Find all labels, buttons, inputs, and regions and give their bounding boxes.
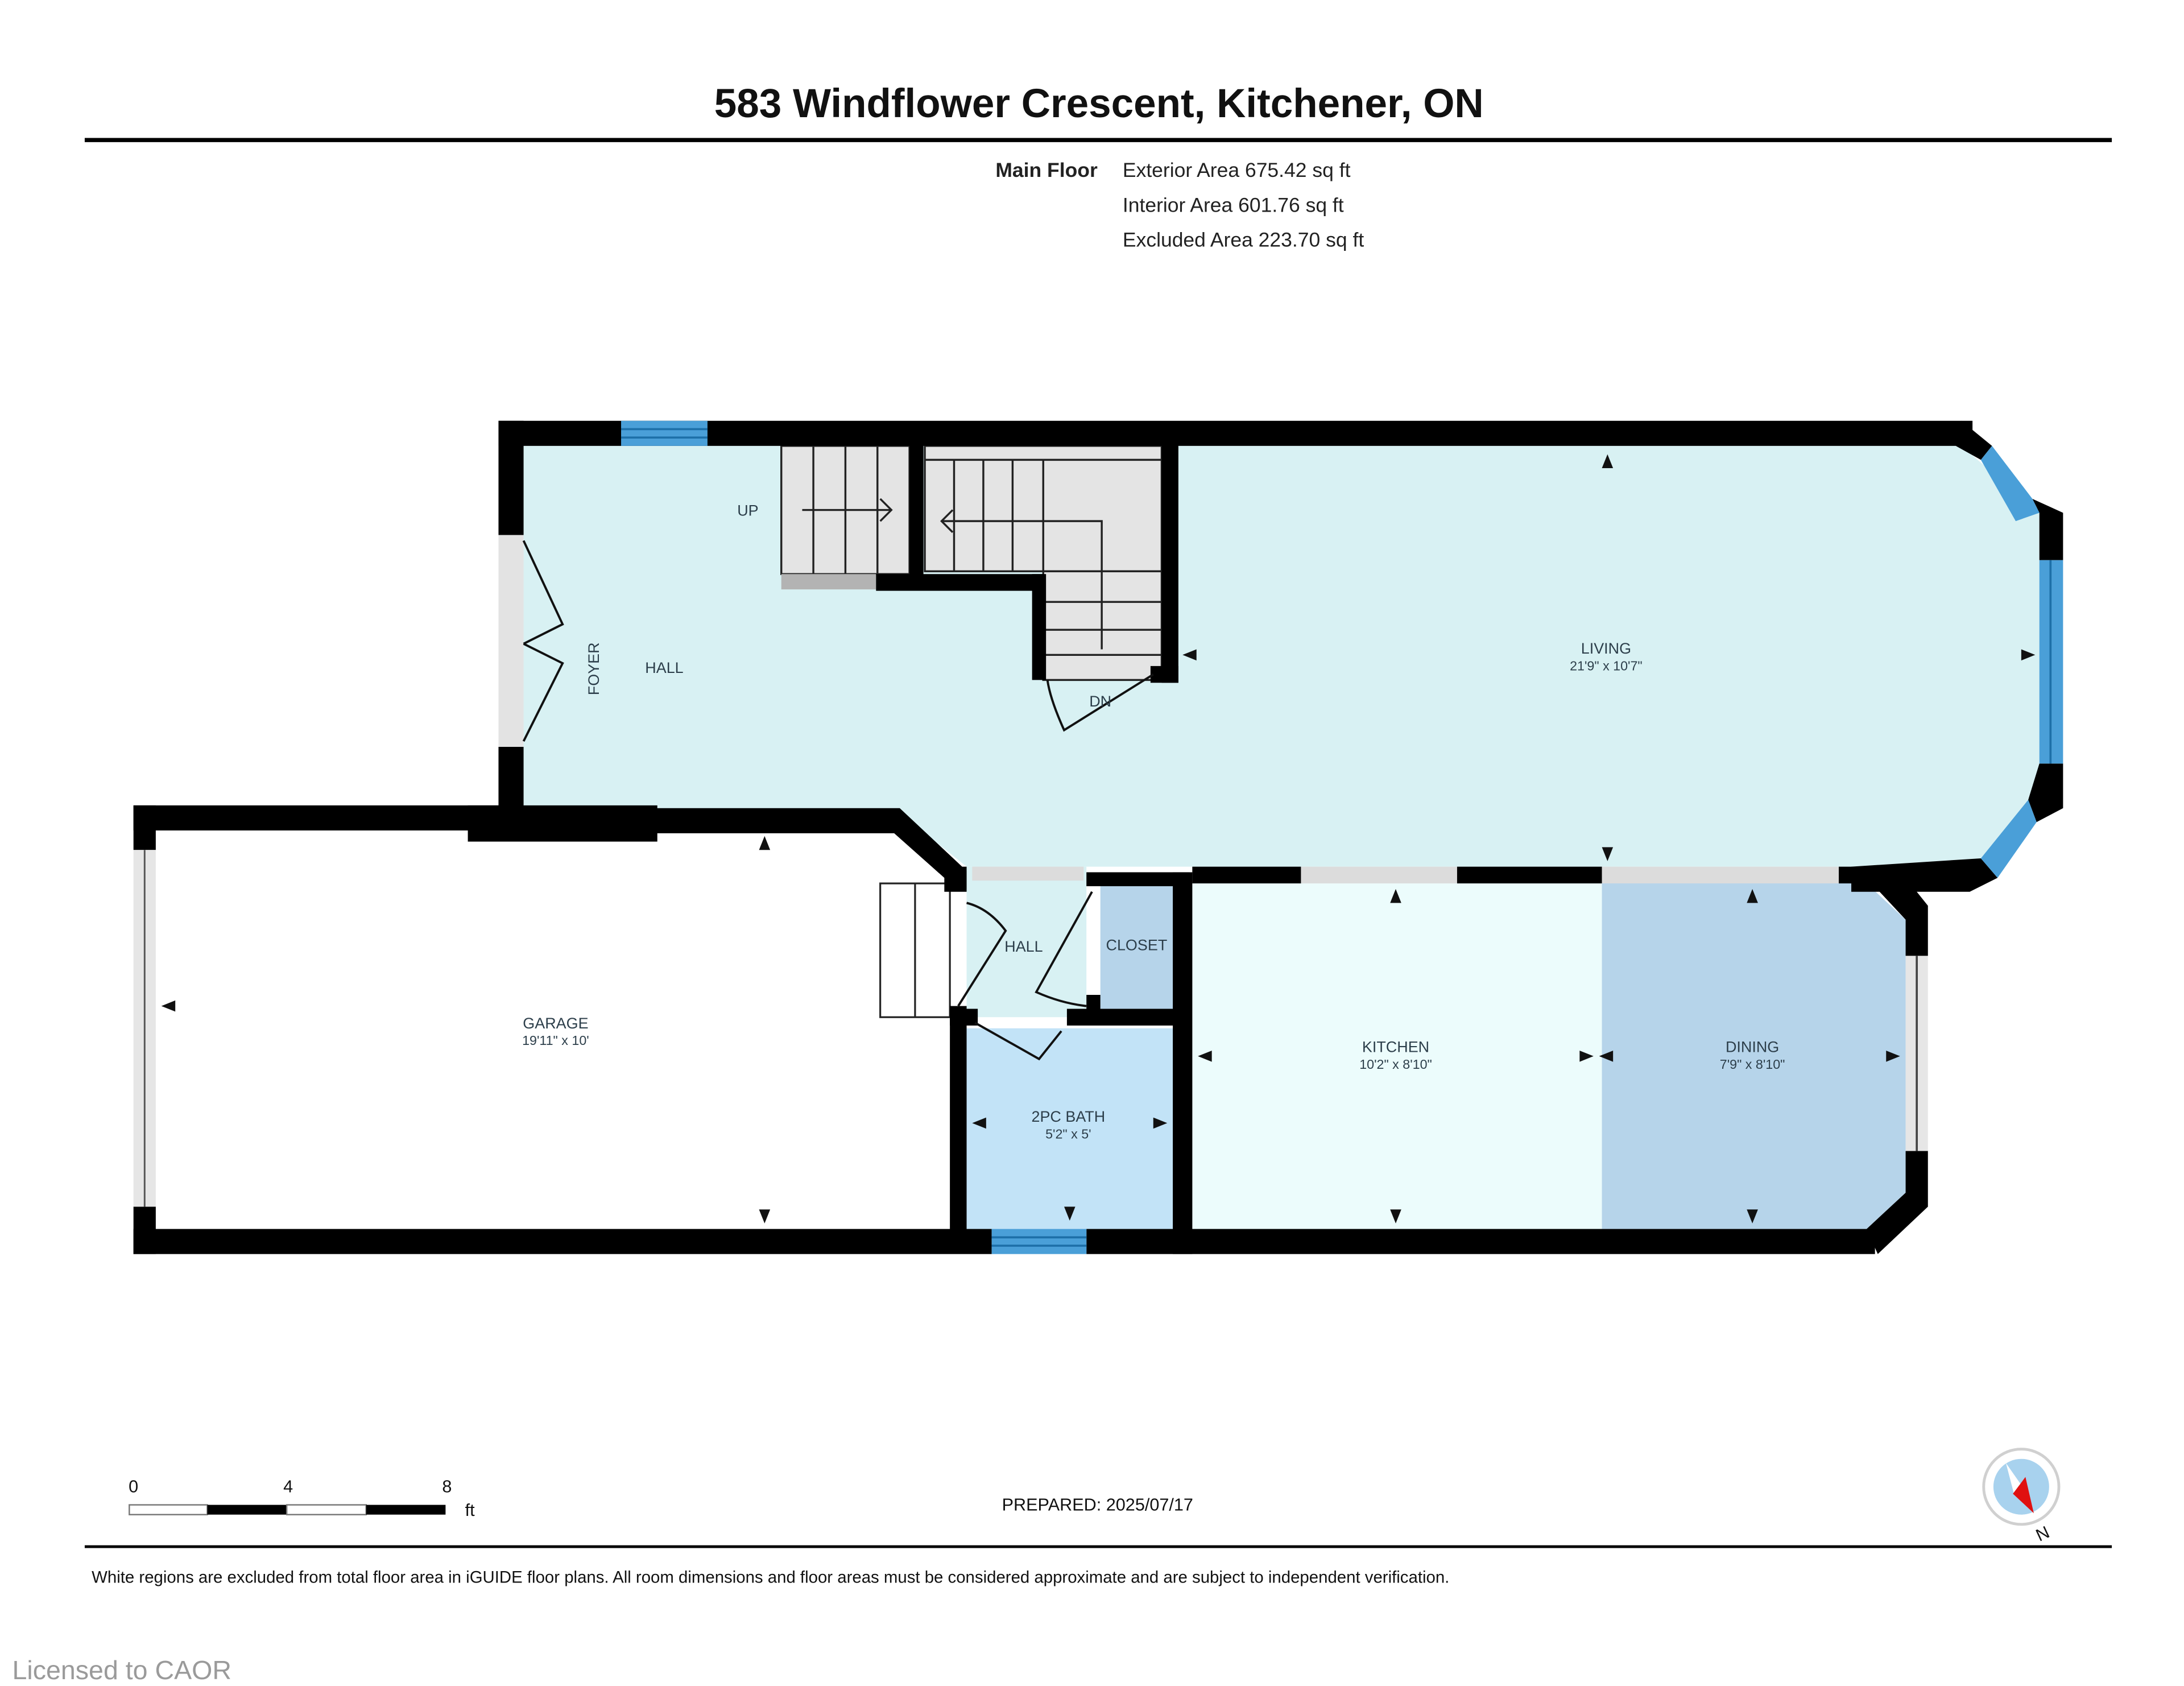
bath-dims: 5'2" x 5' — [1045, 1126, 1091, 1141]
window-bay-lower — [1980, 800, 2037, 878]
window-bath — [991, 1229, 1087, 1254]
scale-tick-4: 4 — [283, 1477, 293, 1497]
doors — [522, 540, 1154, 1061]
bath-label: 2PC BATH — [1031, 1108, 1105, 1125]
footer-rule — [84, 1545, 2112, 1548]
dining-dims: 7'9" x 8'10" — [1720, 1057, 1785, 1072]
kitchen-dims: 10'2" x 8'10" — [1359, 1057, 1432, 1072]
garage-label: GARAGE — [523, 1015, 588, 1032]
closet-area — [1100, 886, 1173, 1009]
scale-bar: 0 4 8 ft — [129, 1477, 475, 1520]
exterior-area: Exterior Area 675.42 sq ft — [1123, 159, 1351, 181]
window-bay-upper — [1980, 445, 2040, 522]
garage-steps — [879, 882, 951, 1018]
foyer-door-lower — [522, 642, 564, 742]
hall-upper-label: HALL — [645, 659, 683, 676]
stairs-up-label: UP — [737, 502, 758, 519]
dimension-arrows — [161, 454, 2036, 1224]
stairs-down — [924, 445, 1163, 681]
garage-area — [155, 830, 950, 1229]
scale-unit: ft — [465, 1501, 475, 1520]
living-dims: 21'9" x 10'7" — [1570, 658, 1643, 673]
scale-tick-0: 0 — [129, 1477, 138, 1497]
stair-door — [1046, 673, 1154, 732]
disclaimer: White regions are excluded from total fl… — [92, 1568, 1449, 1587]
bath-door — [974, 1022, 1062, 1061]
window-top-left — [621, 420, 708, 446]
compass-icon: N — [1982, 1448, 2061, 1546]
prepared-date: PREPARED: 2025/07/17 — [1002, 1495, 1193, 1514]
interior-area: Interior Area 601.76 sq ft — [1123, 193, 1344, 216]
compass-north-label: N — [2033, 1523, 2052, 1546]
kitchen-area — [1192, 883, 1602, 1229]
garage-hall-door — [957, 902, 1007, 1007]
walls — [133, 420, 2063, 1254]
kitchen-label: KITCHEN — [1362, 1038, 1429, 1055]
license-watermark: Licensed to CAOR — [13, 1655, 231, 1685]
scale-tick-8: 8 — [442, 1477, 452, 1497]
closet-label: CLOSET — [1106, 937, 1167, 954]
lower-hall-area — [966, 866, 1087, 1018]
floor-label: Main Floor — [995, 159, 1098, 181]
hall-lower-label: HALL — [1004, 938, 1043, 955]
dining-label: DINING — [1726, 1038, 1779, 1055]
garage-dims: 19'11" x 10' — [522, 1033, 589, 1048]
windows — [133, 420, 2063, 1254]
page-title: 583 Windflower Crescent, Kitchener, ON — [714, 81, 1484, 126]
living-label: LIVING — [1581, 640, 1631, 657]
closet-door — [1035, 891, 1093, 1007]
excluded-area: Excluded Area 223.70 sq ft — [1123, 229, 1364, 251]
bath-area — [966, 1028, 1173, 1229]
stairs-down-label: DN — [1089, 693, 1111, 710]
foyer-label: FOYER — [585, 642, 602, 695]
stairs-up — [780, 445, 911, 590]
dining-area — [1602, 883, 1906, 1229]
foyer-door-upper — [522, 540, 564, 645]
title-rule — [84, 138, 2112, 142]
